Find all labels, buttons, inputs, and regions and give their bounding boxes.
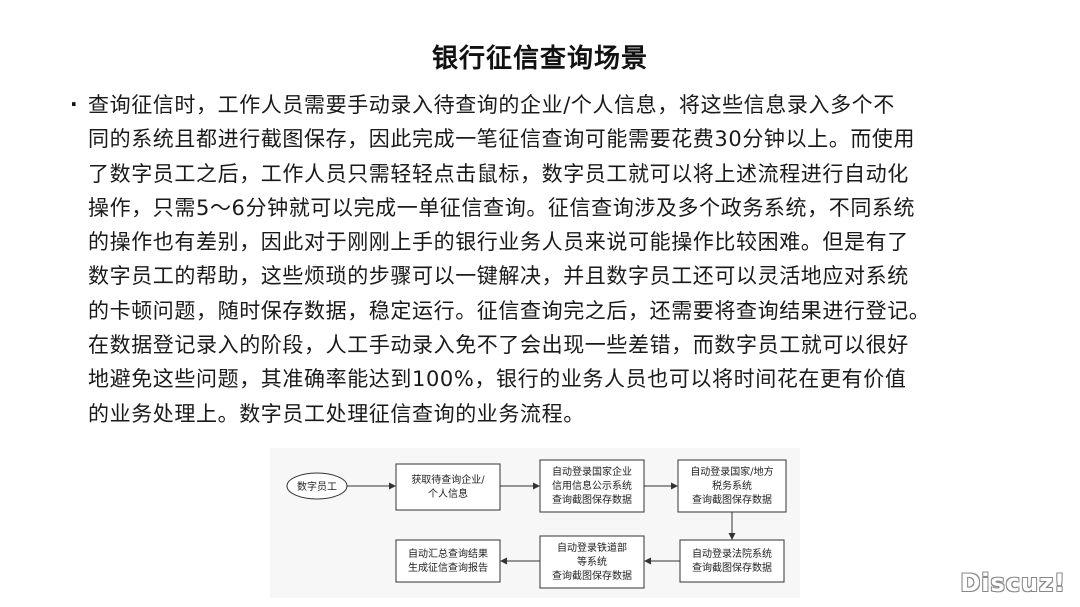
paragraph-line: 数字员工的帮助，这些烦琐的步骤可以一键解决，并且数字员工还可以灵活地应对系统 bbox=[88, 264, 909, 289]
flow-start-label: 数字员工 bbox=[297, 480, 337, 493]
flow-step-2: 自动登录国家企业 信用信息公示系统 查询截图保存数据 bbox=[539, 459, 645, 513]
flowchart: 数字员工 获取待查询企业/ 个人信息 自动登录国家企业 信用信息公示系统 查询截… bbox=[270, 448, 800, 598]
page-title: 银行征信查询场景 bbox=[431, 44, 648, 74]
bullet-marker: · bbox=[70, 92, 78, 116]
flow-step-4: 自动登录法院系统 查询截图保存数据 bbox=[679, 539, 785, 583]
body-paragraph: 查询征信时，工作人员需要手动录入待查询的企业/个人信息，将这些信息录入多个不 同… bbox=[88, 88, 1018, 431]
flow-step-2-line-1: 自动登录国家企业 bbox=[552, 465, 632, 478]
flow-step-2-line-2: 信用信息公示系统 bbox=[552, 479, 632, 492]
flow-step-4-line-1: 自动登录法院系统 bbox=[692, 547, 772, 560]
paragraph-line: 查询征信时，工作人员需要手动录入待查询的企业/个人信息，将这些信息录入多个不 bbox=[88, 93, 895, 117]
flow-step-3-line-3: 查询截图保存数据 bbox=[692, 493, 772, 506]
flow-step-1-line-2: 个人信息 bbox=[428, 487, 468, 500]
flow-step-3-line-2: 税务系统 bbox=[712, 479, 752, 492]
paragraph-line: 的操作也有差别，因此对于刚刚上手的银行业务人员来说可能操作比较困难。但是有了 bbox=[88, 230, 909, 255]
flow-step-5: 自动登录铁道部 等系统 查询截图保存数据 bbox=[539, 535, 645, 589]
flow-step-2-line-3: 查询截图保存数据 bbox=[552, 493, 632, 506]
flow-step-5-line-3: 查询截图保存数据 bbox=[552, 569, 632, 582]
flow-step-1-line-1: 获取待查询企业/ bbox=[411, 473, 485, 486]
watermark-logo: Discuz! bbox=[960, 569, 1066, 597]
flow-start-node: 数字员工 bbox=[286, 472, 348, 500]
flow-step-6-line-1: 自动汇总查询结果 bbox=[408, 547, 488, 560]
paragraph-line: 了数字员工之后，工作人员只需轻轻点击鼠标，数字员工就可以将上述流程进行自动化 bbox=[88, 161, 909, 186]
flow-step-3: 自动登录国家/地方 税务系统 查询截图保存数据 bbox=[677, 459, 787, 513]
paragraph-line: 地避免这些问题，其准确率能达到100%，银行的业务人员也可以将时间花在更有价值 bbox=[88, 367, 907, 392]
paragraph-line: 的卡顿问题，随时保存数据，稳定运行。征信查询完之后，还需要将查询结果进行登记。 bbox=[88, 298, 931, 323]
flow-step-5-line-1: 自动登录铁道部 bbox=[557, 541, 627, 554]
flow-step-6: 自动汇总查询结果 生成征信查询报告 bbox=[395, 539, 501, 583]
flow-step-5-line-2: 等系统 bbox=[577, 555, 607, 568]
flow-step-6-line-2: 生成征信查询报告 bbox=[408, 561, 488, 574]
paragraph-line: 的业务处理上。数字员工处理征信查询的业务流程。 bbox=[88, 401, 585, 426]
flow-step-3-line-1: 自动登录国家/地方 bbox=[690, 465, 773, 478]
flow-step-4-line-2: 查询截图保存数据 bbox=[692, 561, 772, 574]
paragraph-line: 在数据登记录入的阶段，人工手动录入免不了会出现一些差错，而数字员工就可以很好 bbox=[88, 333, 909, 358]
paragraph-line: 同的系统且都进行截图保存，因此完成一笔征信查询可能需要花费30分钟以上。而使用 bbox=[88, 127, 916, 152]
paragraph-line: 操作，只需5～6分钟就可以完成一单征信查询。征信查询涉及多个政务系统，不同系统 bbox=[88, 195, 916, 220]
flow-step-1: 获取待查询企业/ 个人信息 bbox=[395, 463, 501, 511]
